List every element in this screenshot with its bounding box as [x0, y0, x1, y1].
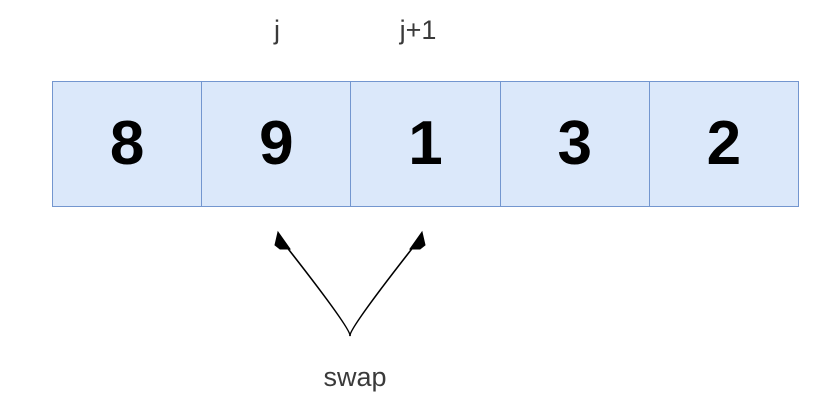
swap-arrow-left-stroke — [281, 240, 351, 337]
array-container: 8 9 1 3 2 — [52, 81, 799, 207]
array-cell-value: 9 — [259, 109, 294, 178]
array-cell-1: 9 — [202, 82, 352, 206]
array-cell-value: 8 — [109, 109, 145, 178]
array-cell-value: 1 — [408, 109, 443, 178]
array-cell-value: 2 — [706, 109, 742, 178]
array-cell-0: 8 — [53, 82, 203, 206]
swap-arrow-right-stroke — [349, 240, 419, 337]
array-cell-3: 3 — [500, 82, 650, 206]
swap-arrow-left-head — [274, 230, 291, 250]
array-cell-value: 3 — [557, 109, 592, 178]
index-label-j: j — [274, 15, 280, 45]
swap-caption: swap — [323, 362, 387, 392]
swap-arrow-right-head — [409, 230, 426, 250]
array-cell-4: 2 — [649, 82, 799, 206]
index-label-j-plus-1: j+1 — [399, 15, 437, 45]
array-cell-2: 1 — [351, 82, 501, 206]
